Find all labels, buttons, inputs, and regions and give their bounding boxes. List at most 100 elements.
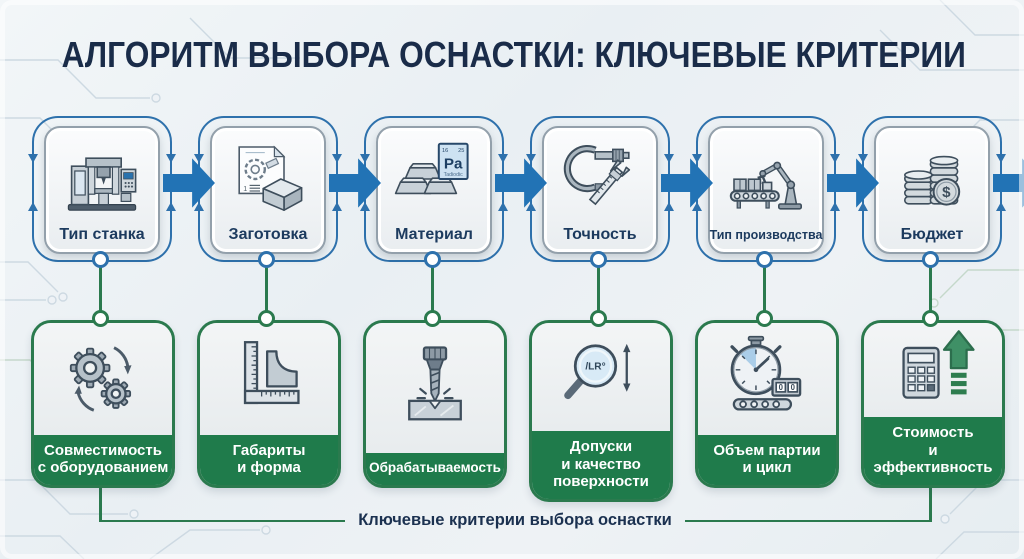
label-line: поверхности	[553, 472, 649, 490]
flow-arrowhead-up-icon	[858, 202, 868, 211]
top-box-precision: Точность	[542, 126, 658, 254]
flow-arrowhead-down-icon	[996, 154, 1006, 163]
periodic-element-card	[437, 142, 469, 180]
top-box-workpiece: 1 Заготовка	[210, 126, 326, 254]
flow-arrowhead-up-icon	[194, 202, 204, 211]
connector-node-bottom	[755, 310, 773, 327]
coins-icon: $	[892, 128, 972, 226]
top-box-label: Тип станка	[59, 226, 145, 243]
bracket-line	[684, 519, 932, 522]
bottom-box-tolerances: /LR° Допуски и качество поверхности	[529, 320, 673, 502]
bottom-box-label: Габариты и форма	[200, 434, 338, 485]
dollar-sign-text: $	[942, 184, 951, 201]
bracket-stub-left	[98, 481, 102, 522]
connector-node-bottom	[423, 310, 441, 327]
label-line: с оборудованием	[37, 458, 169, 476]
top-box-label: Заготовка	[228, 226, 308, 243]
top-box-label: Материал	[395, 226, 473, 243]
flow-arrowhead-up-icon	[166, 202, 176, 211]
label-line: Объем партии	[713, 441, 821, 459]
footer-bracket: Ключевые критерии выбора оснастки	[99, 511, 932, 530]
counter-digit: 0	[791, 383, 796, 392]
connector-line	[264, 257, 268, 314]
flow-arrowhead-up-icon	[498, 202, 508, 211]
bottom-box-label: Обрабатываемость	[366, 453, 504, 485]
top-box-machine-type: Тип станка	[44, 126, 160, 254]
flow-arrowhead-down-icon	[692, 154, 702, 163]
flow-arrowhead-up-icon	[28, 202, 38, 211]
bracket-line	[99, 519, 346, 522]
bottom-box-dimensions: Габариты и форма	[197, 320, 341, 488]
flow-arrowhead-down-icon	[194, 154, 204, 163]
label-line: и форма	[237, 458, 301, 476]
connector-node-top	[589, 251, 607, 268]
connector-node-bottom	[257, 310, 275, 327]
flow-arrowhead-down-icon	[332, 154, 342, 163]
connector-node-top	[91, 251, 109, 268]
bottom-box-label: Совместимость с оборудованием	[34, 434, 172, 485]
top-box-label: Тип производства	[709, 228, 823, 242]
label-line: и качество	[561, 455, 641, 473]
connector-line	[596, 257, 600, 314]
bottom-box-cost-efficiency: Стоимость и эффективность	[861, 320, 1005, 488]
drill-cutting-icon	[366, 323, 504, 454]
flow-arrowhead-up-icon	[526, 202, 536, 211]
lens-annotation-text: /LR°	[585, 362, 605, 373]
flow-arrowhead-up-icon	[830, 202, 840, 211]
micrometer-caliper-icon	[560, 128, 640, 226]
connector-node-top	[257, 251, 275, 268]
connector-line	[98, 257, 102, 314]
element-number-right: 25	[458, 147, 464, 153]
flow-arrowhead-down-icon	[830, 154, 840, 163]
stopwatch-conveyor-icon: 0 0	[698, 323, 836, 435]
label-line: Стоимость	[892, 424, 974, 442]
connector-node-bottom	[589, 310, 607, 327]
robot-conveyor-icon	[726, 128, 806, 228]
counter-digit: 0	[779, 383, 784, 392]
cnc-machine-icon	[62, 128, 142, 226]
gears-sync-icon	[34, 323, 172, 435]
top-box-budget: $ Бюджет	[874, 126, 990, 254]
flow-arrowhead-up-icon	[996, 202, 1006, 211]
bottom-box-label: Стоимость и эффективность	[864, 417, 1002, 485]
magnifier-tolerance-icon: /LR°	[532, 323, 670, 432]
label-line: и эффективность	[873, 441, 993, 476]
square-ruler-icon	[200, 323, 338, 435]
bottom-box-compatibility: Совместимость с оборудованием	[31, 320, 175, 488]
bottom-box-label: Объем партии и цикл	[698, 434, 836, 485]
connector-node-top	[755, 251, 773, 268]
bottom-box-batch-cycle: 0 0 Объем партии и цикл	[695, 320, 839, 488]
page-title-text: АЛГОРИТМ ВЫБОРА ОСНАСТКИ: КЛЮЧЕВЫЕ КРИТЕ…	[61, 34, 966, 75]
connector-line	[928, 257, 932, 314]
label-line: Габариты	[232, 441, 306, 459]
flow-arrowhead-up-icon	[692, 202, 702, 211]
connector-node-top	[423, 251, 441, 268]
flow-arrowhead-up-icon	[360, 202, 370, 211]
top-box-label: Точность	[563, 226, 637, 243]
metal-ingots-icon: 16 25 Pa Tadiodic	[394, 128, 474, 226]
sheet-number-text: 1	[243, 184, 247, 193]
calculator-growth-icon	[864, 323, 1002, 418]
element-number-left: 16	[442, 147, 448, 153]
flow-arrowhead-down-icon	[166, 154, 176, 163]
blueprint-block-icon: 1	[228, 128, 308, 226]
top-box-production-type: Тип производства	[708, 126, 824, 254]
flow-arrowhead-up-icon	[332, 202, 342, 211]
element-symbol: Pa	[444, 155, 463, 172]
label-line: Допуски	[569, 438, 633, 456]
connector-node-bottom	[91, 310, 109, 327]
flow-arrowhead-down-icon	[498, 154, 508, 163]
flow-arrowhead-down-icon	[28, 154, 38, 163]
connector-line	[762, 257, 766, 314]
flow-arrowhead-down-icon	[858, 154, 868, 163]
flow-arrowhead-down-icon	[526, 154, 536, 163]
bottom-box-machinability: Обрабатываемость	[363, 320, 507, 488]
top-box-label: Бюджет	[900, 226, 964, 243]
flow-arrowhead-down-icon	[664, 154, 674, 163]
flow-arrowhead-down-icon	[360, 154, 370, 163]
bottom-box-label: Допуски и качество поверхности	[532, 431, 670, 499]
connector-node-top	[921, 251, 939, 268]
connector-line	[430, 257, 434, 314]
page-title: АЛГОРИТМ ВЫБОРА ОСНАСТКИ: КЛЮЧЕВЫЕ КРИТЕ…	[0, 34, 1024, 76]
